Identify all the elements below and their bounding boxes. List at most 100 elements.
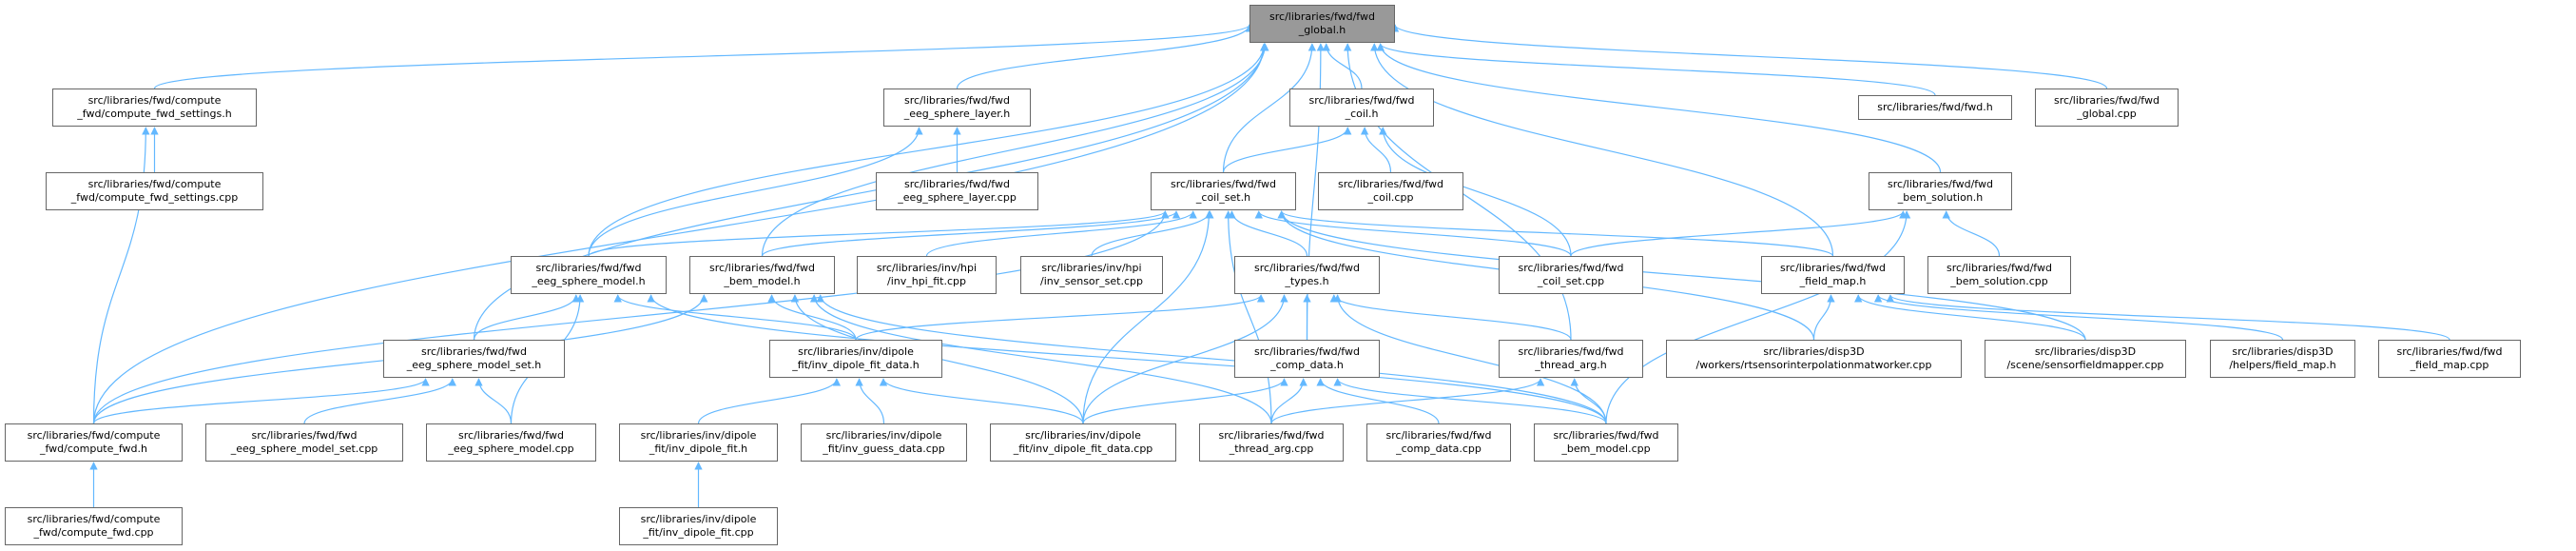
dependency-edge-compute_fwd_h-to-model_set_h — [92, 378, 430, 424]
file-node-sphere-model-cpp[interactable]: src/libraries/fwd/fwd _eeg_sphere_model.… — [426, 423, 596, 462]
file-node-label: src/libraries/fwd/fwd _coil.cpp — [1338, 178, 1443, 204]
dependency-edge-field_map_cpp-to-field_map_h — [1886, 294, 2450, 341]
dependency-edge-helpers_field_map_h-to-field_map_h — [1874, 294, 2284, 341]
dependency-edge-rtsensor_cpp-to-field_map_h — [1812, 294, 1835, 341]
file-node-coil-set-cpp[interactable]: src/libraries/fwd/fwd _coil_set.cpp — [1499, 256, 1643, 294]
file-node-label: src/libraries/fwd/fwd _bem_solution.cpp — [1947, 262, 2052, 287]
file-node-comp-data-h[interactable]: src/libraries/fwd/fwd _comp_data.h — [1234, 340, 1380, 378]
dependency-edge-coil_set_h-to-coil_h — [1222, 127, 1352, 173]
file-node-bem-model-cpp[interactable]: src/libraries/fwd/fwd _bem_model.cpp — [1534, 423, 1678, 462]
file-node-label: src/libraries/inv/hpi /inv_sensor_set.cp… — [1039, 262, 1144, 287]
file-node-thread-arg-cpp[interactable]: src/libraries/fwd/fwd _thread_arg.cpp — [1199, 423, 1344, 462]
file-node-label: src/libraries/fwd/fwd _eeg_sphere_layer.… — [903, 94, 1011, 120]
file-node-settings-h[interactable]: src/libraries/fwd/compute _fwd/compute_f… — [52, 89, 257, 127]
file-node-model-set-cpp[interactable]: src/libraries/fwd/fwd _eeg_sphere_model_… — [205, 423, 403, 462]
dependency-edge-bem_model_cpp-to-thread_arg_h — [1570, 378, 1607, 424]
file-node-layer-cpp[interactable]: src/libraries/fwd/fwd _eeg_sphere_layer.… — [876, 172, 1038, 210]
file-node-rtsensor-cpp[interactable]: src/libraries/disp3D /workers/rtsensorin… — [1666, 340, 1962, 378]
dependency-edge-bem_model_cpp-to-bem_solution_h — [1605, 210, 1911, 424]
file-node-label: src/libraries/fwd/compute _fwd/compute_f… — [70, 178, 239, 204]
dependency-edge-fit_data_cpp-to-fit_data_h — [879, 378, 1084, 424]
dependency-edge-hpi_fit_cpp-to-coil_set_h — [925, 210, 1197, 257]
file-node-label: src/libraries/fwd/fwd _bem_model.cpp — [1553, 429, 1659, 455]
file-node-label: src/libraries/disp3D /scene/sensorfieldm… — [2006, 345, 2164, 371]
dependency-edge-model_set_h-to-sphere_model_h — [473, 294, 580, 341]
file-node-label: src/libraries/inv/dipole _fit/inv_dipole… — [1013, 429, 1153, 455]
file-node-settings-cpp[interactable]: src/libraries/fwd/compute _fwd/compute_f… — [46, 172, 263, 210]
file-node-label: src/libraries/fwd/fwd _thread_arg.cpp — [1218, 429, 1325, 455]
file-node-sphere-model-h[interactable]: src/libraries/fwd/fwd _eeg_sphere_model.… — [511, 256, 667, 294]
file-node-label: src/libraries/inv/hpi /inv_hpi_fit.cpp — [876, 262, 978, 287]
file-node-bem-model-h[interactable]: src/libraries/fwd/fwd _bem_model.h — [689, 256, 835, 294]
file-node-fit-data-cpp[interactable]: src/libraries/inv/dipole _fit/inv_dipole… — [990, 423, 1176, 462]
file-node-label: src/libraries/fwd/fwd _eeg_sphere_layer.… — [898, 178, 1017, 204]
dependency-edge-fit_data_cpp-to-coil_set_h — [1082, 210, 1213, 424]
file-node-types-h[interactable]: src/libraries/fwd/fwd _types.h — [1234, 256, 1380, 294]
file-node-label: src/libraries/fwd/fwd _comp_data.h — [1254, 345, 1360, 371]
file-node-fwd-h[interactable]: src/libraries/fwd/fwd.h — [1858, 95, 2012, 120]
file-node-bem-solution-h[interactable]: src/libraries/fwd/fwd _bem_solution.h — [1869, 172, 2012, 210]
file-node-label: src/libraries/fwd/fwd _thread_arg.h — [1518, 345, 1624, 371]
dependency-edge-layer_h-to-global_h — [956, 24, 1254, 89]
file-node-fit-data-h[interactable]: src/libraries/inv/dipole _fit/inv_dipole… — [769, 340, 942, 378]
file-node-label: src/libraries/fwd/fwd _types.h — [1254, 262, 1360, 287]
file-node-label: src/libraries/disp3D /workers/rtsensorin… — [1695, 345, 1932, 371]
dependency-edge-model_set_cpp-to-model_set_h — [303, 378, 456, 424]
dependency-edge-bem_model_h-to-global_h — [761, 43, 1269, 257]
dependency-edge-sphere_model_cpp-to-model_set_h — [475, 378, 513, 424]
file-node-label: src/libraries/fwd/fwd _bem_solution.h — [1888, 178, 1993, 204]
file-node-global-h: src/libraries/fwd/fwd _global.h — [1249, 5, 1395, 43]
file-node-label: src/libraries/disp3D /helpers/field_map.… — [2229, 345, 2336, 371]
file-node-label: src/libraries/fwd/fwd _comp_data.cpp — [1385, 429, 1492, 455]
file-node-label: src/libraries/inv/dipole _fit/inv_dipole… — [640, 513, 757, 539]
file-node-global-cpp[interactable]: src/libraries/fwd/fwd _global.cpp — [2035, 89, 2179, 127]
file-node-coil-cpp[interactable]: src/libraries/fwd/fwd _coil.cpp — [1318, 172, 1463, 210]
file-node-field-map-h[interactable]: src/libraries/fwd/fwd _field_map.h — [1761, 256, 1905, 294]
file-node-coil-set-h[interactable]: src/libraries/fwd/fwd _coil_set.h — [1151, 172, 1296, 210]
file-node-model-set-h[interactable]: src/libraries/fwd/fwd _eeg_sphere_model_… — [383, 340, 565, 378]
dependency-edge-thread_arg_h-to-types_h — [1329, 294, 1572, 341]
dependency-edge-settings_h-to-global_h — [153, 24, 1253, 89]
dependency-edge-fit_data_h-to-types_h — [855, 294, 1266, 341]
file-node-comp-data-cpp[interactable]: src/libraries/fwd/fwd _comp_data.cpp — [1366, 423, 1511, 462]
file-node-compute-fwd-cpp[interactable]: src/libraries/fwd/compute _fwd/compute_f… — [5, 507, 183, 545]
file-node-sensor-set-cpp[interactable]: src/libraries/inv/hpi /inv_sensor_set.cp… — [1020, 256, 1163, 294]
dependency-edge-types_h-to-coil_set_h — [1228, 210, 1308, 257]
file-node-coil-h[interactable]: src/libraries/fwd/fwd _coil.h — [1289, 89, 1434, 127]
dependency-edge-comp_data_cpp-to-comp_data_h — [1316, 378, 1440, 424]
dependency-edge-compute_fwd_h-to-coil_set_h — [92, 210, 1170, 424]
dependency-edge-coil_cpp-to-coil_h — [1360, 127, 1392, 173]
file-node-label: src/libraries/fwd/compute _fwd/compute_f… — [27, 429, 161, 455]
dependency-edge-guess_data_cpp-to-fit_data_h — [855, 378, 885, 424]
dependency-edge-global_cpp-to-global_h — [1390, 24, 2108, 89]
file-node-label: src/libraries/fwd/fwd _eeg_sphere_model.… — [532, 262, 646, 287]
dependency-edge-coil_set_cpp-to-bem_solution_h — [1570, 210, 1908, 257]
dependency-edge-thread_arg_cpp-to-thread_arg_h — [1270, 378, 1545, 424]
dependency-edge-thread_arg_cpp-to-bem_model_h — [809, 294, 1272, 424]
file-node-hpi-fit-cpp[interactable]: src/libraries/inv/hpi /inv_hpi_fit.cpp — [857, 256, 997, 294]
file-node-field-map-cpp[interactable]: src/libraries/fwd/fwd _field_map.cpp — [2378, 340, 2521, 378]
file-node-bem-solution-cpp[interactable]: src/libraries/fwd/fwd _bem_solution.cpp — [1927, 256, 2071, 294]
file-node-label: src/libraries/fwd/fwd _eeg_sphere_model.… — [448, 429, 574, 455]
dependency-edge-thread_arg_cpp-to-coil_set_h — [1224, 210, 1272, 424]
file-node-dipole-fit-h[interactable]: src/libraries/inv/dipole _fit/inv_dipole… — [619, 423, 778, 462]
file-node-label: src/libraries/fwd/fwd _coil.h — [1308, 94, 1415, 120]
dependency-edge-fwd_h-to-global_h — [1376, 43, 1936, 96]
file-node-compute-fwd-h[interactable]: src/libraries/fwd/compute _fwd/compute_f… — [5, 423, 183, 462]
file-node-label: src/libraries/fwd/fwd _coil_set.h — [1171, 178, 1276, 204]
file-node-layer-h[interactable]: src/libraries/fwd/fwd _eeg_sphere_layer.… — [883, 89, 1031, 127]
dependency-edge-mapper_cpp-to-field_map_h — [1854, 294, 2086, 341]
dependency-edge-coil_set_cpp-to-coil_set_h — [1254, 210, 1572, 257]
dependency-edge-fit_data_cpp-to-comp_data_h — [1082, 378, 1288, 424]
file-node-label: src/libraries/fwd/compute _fwd/compute_f… — [77, 94, 232, 120]
dependency-edge-bem_model_cpp-to-comp_data_h — [1333, 378, 1607, 424]
file-node-helpers-field-map-h[interactable]: src/libraries/disp3D /helpers/field_map.… — [2210, 340, 2355, 378]
file-node-guess-data-cpp[interactable]: src/libraries/inv/dipole _fit/inv_guess_… — [801, 423, 967, 462]
file-node-mapper-cpp[interactable]: src/libraries/disp3D /scene/sensorfieldm… — [1985, 340, 2186, 378]
file-node-label: src/libraries/fwd/compute _fwd/compute_f… — [27, 513, 161, 539]
file-node-thread-arg-h[interactable]: src/libraries/fwd/fwd _thread_arg.h — [1499, 340, 1643, 378]
dependency-edge-bem_solution_h-to-global_h — [1376, 43, 1942, 173]
file-node-dipole-fit-cpp[interactable]: src/libraries/inv/dipole _fit/inv_dipole… — [619, 507, 778, 545]
